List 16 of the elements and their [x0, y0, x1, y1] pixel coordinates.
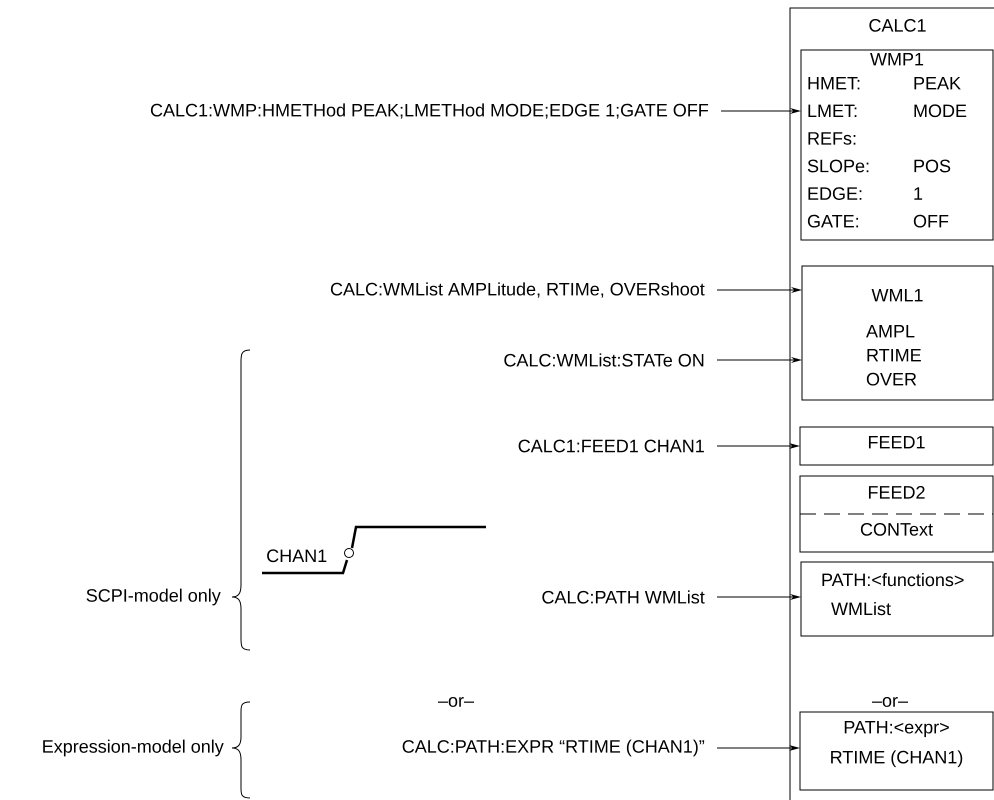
block-box: FEED1 [800, 426, 994, 466]
block-box: FEED2 CONText [800, 476, 994, 552]
command-text: CALC:PATH WMList [542, 590, 705, 604]
command-text: CALC:WMList AMPLitude, RTIMe, OVERshoot [330, 282, 705, 298]
block-box: WMP1 HMET: PEAK LMET: MODE REFs: SLOPe: POS EDGE: 1 GATE: OFF [800, 50, 994, 240]
label-text: –or– [438, 697, 474, 707]
block-box: PATH:<expr> RTIME (CHAN1) [800, 712, 994, 790]
command-text: CALC1:WMP:HMETHod PEAK;LMETHod MODE;EDGE 1;GATE OFF [150, 103, 708, 119]
command-text: CALC:PATH:EXPR “RTIME (CHAN1)” [402, 740, 704, 756]
block-box: WML1 AMPL RTIME OVER [802, 266, 994, 400]
command-text: CALC:WMList:STATe ON [504, 353, 704, 367]
label-text: SCPI-model only [86, 588, 221, 606]
label-text: CHAN1 [267, 549, 326, 562]
command-text: CALC1:FEED1 CHAN1 [518, 440, 704, 452]
label-text: Expression-model only [43, 740, 224, 756]
block-box: PATH:<functions> WMList [800, 562, 994, 636]
